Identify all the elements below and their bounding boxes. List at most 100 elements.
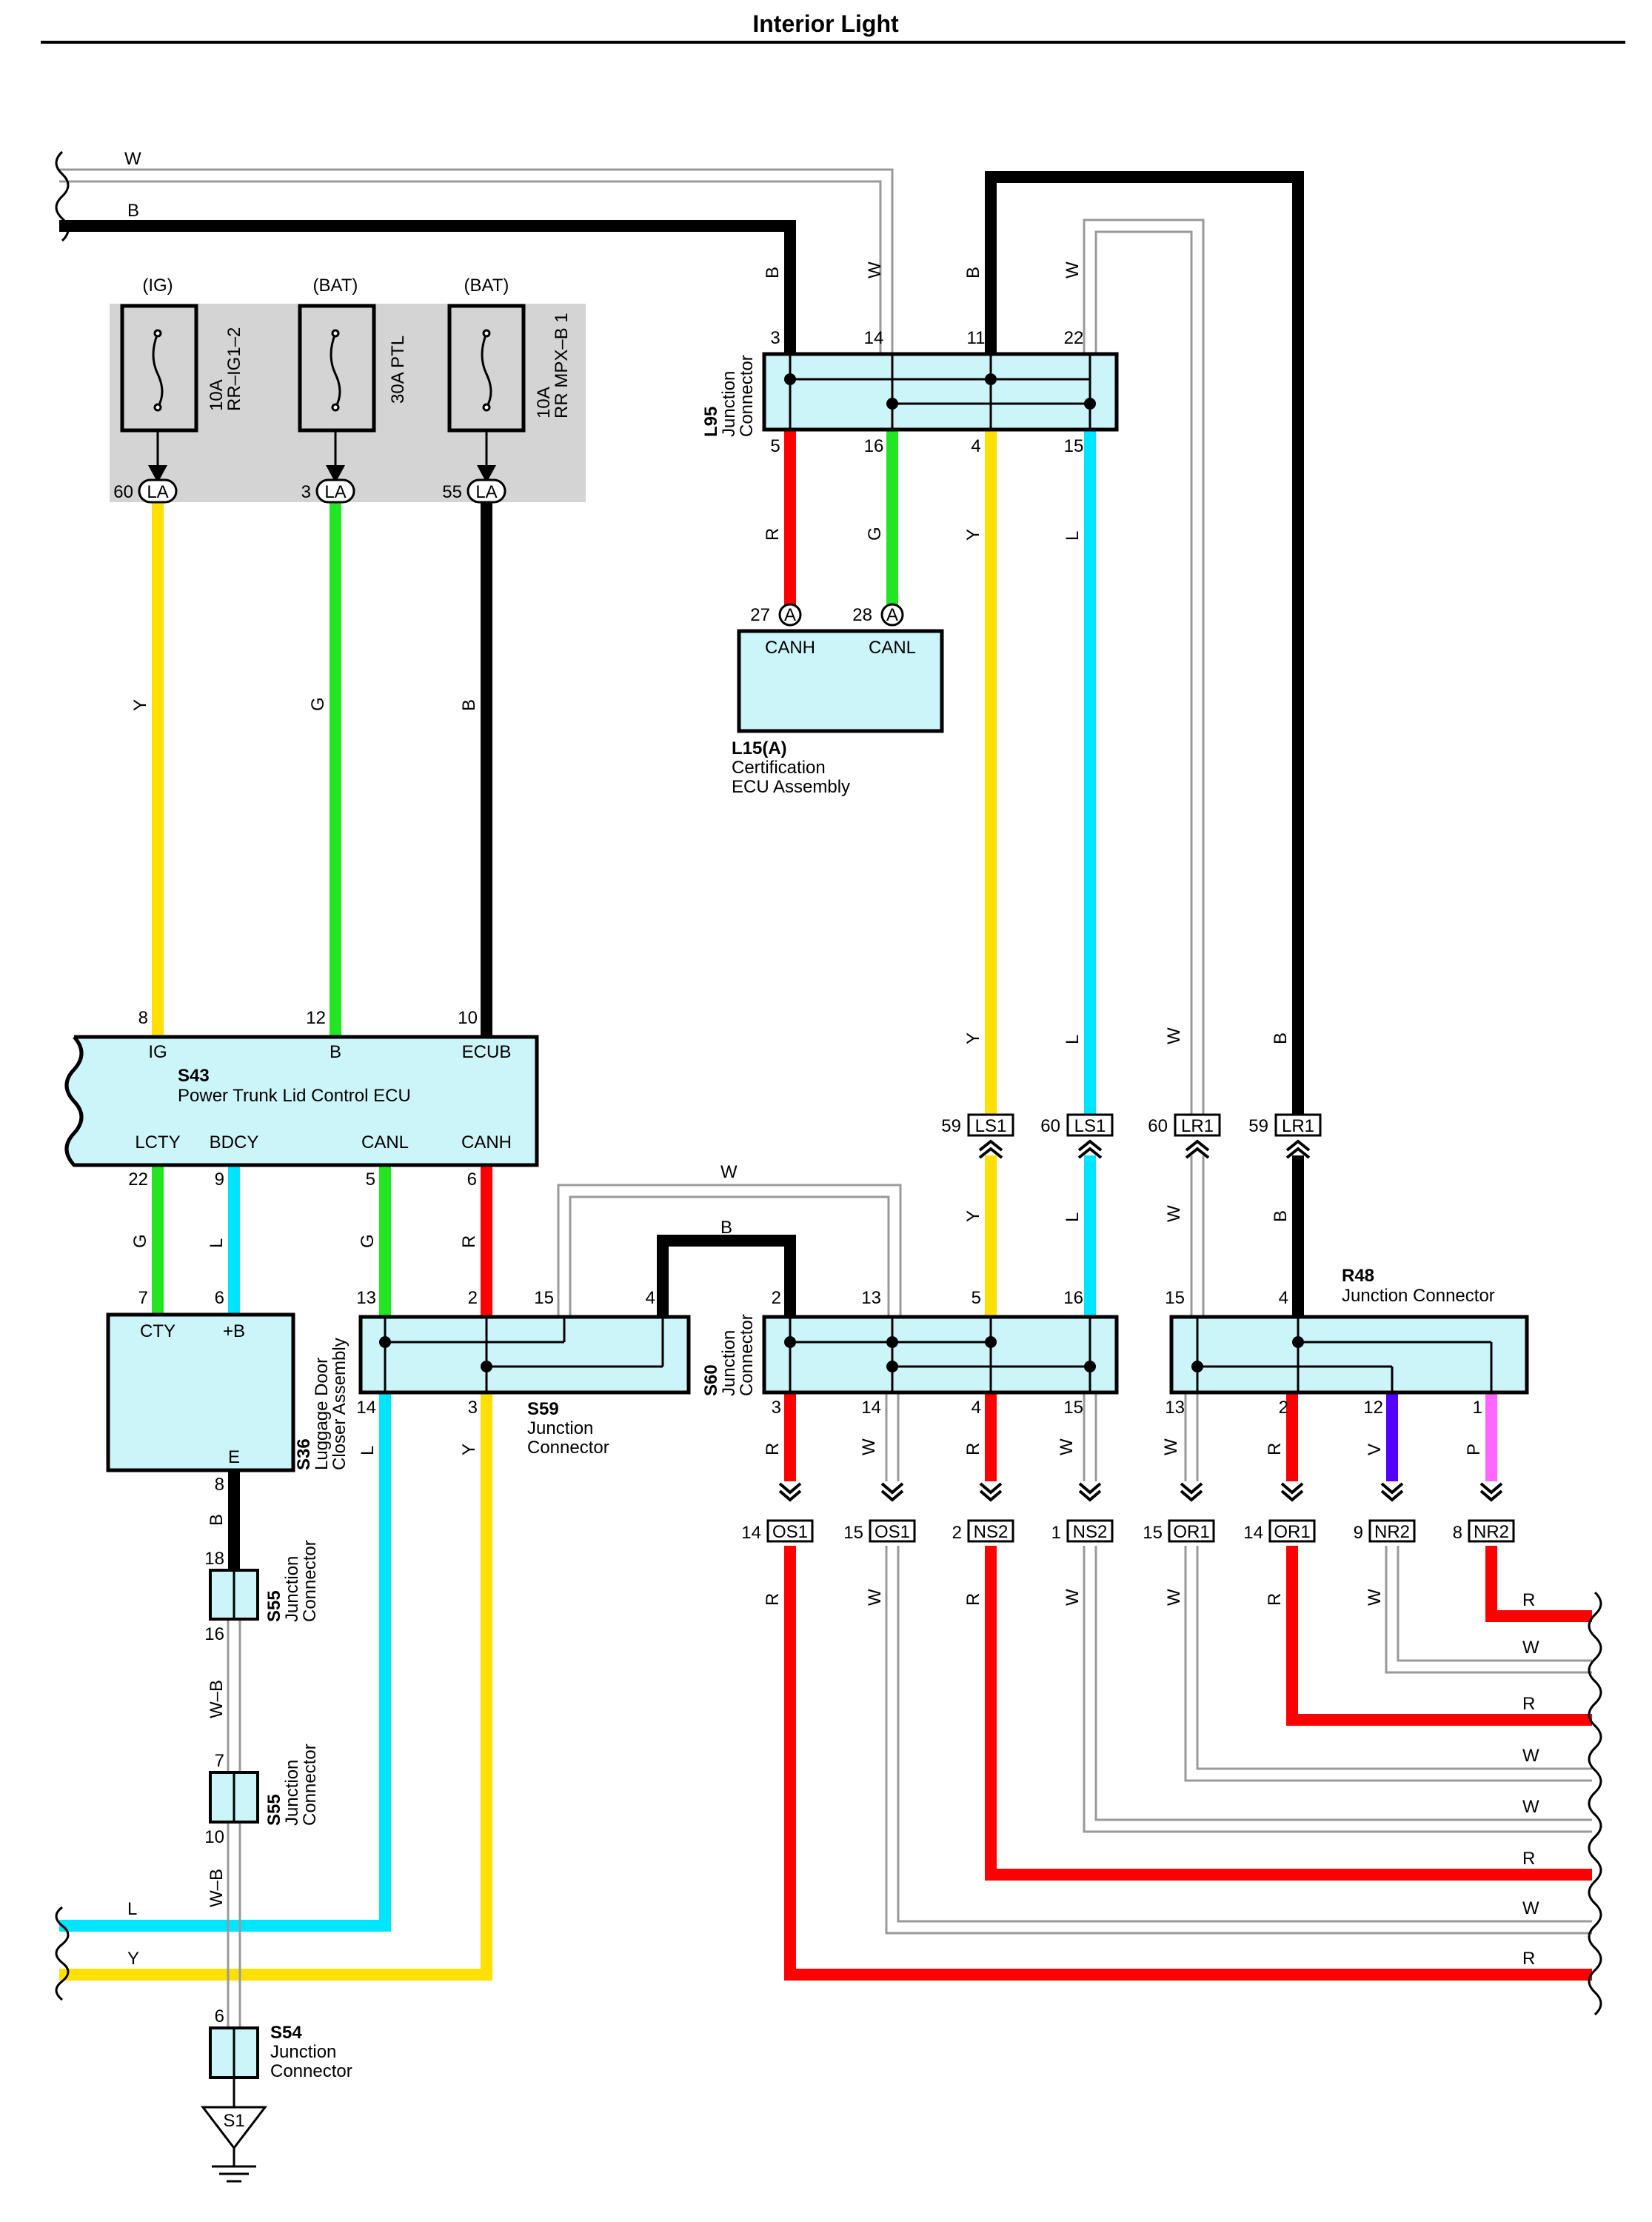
svg-text:55: 55 (442, 482, 462, 502)
svg-text:R: R (963, 1593, 983, 1606)
svg-text:S59: S59 (527, 1399, 559, 1419)
svg-text:5: 5 (366, 1170, 375, 1190)
svg-text:5: 5 (972, 1288, 981, 1308)
svg-text:Junction: Junction (282, 1760, 302, 1826)
svg-text:S1: S1 (223, 2111, 244, 2131)
svg-text:4: 4 (972, 1398, 981, 1418)
svg-text:9: 9 (1354, 1523, 1363, 1543)
nr2-9: 9 NR2 (1354, 1482, 1416, 1543)
wire-s59-15-to-s60-13 (557, 1184, 902, 1317)
svg-text:15: 15 (843, 1523, 863, 1543)
svg-text:B: B (1271, 1032, 1291, 1044)
svg-text:+B: +B (223, 1321, 245, 1341)
svg-text:B: B (763, 267, 783, 278)
svg-text:R48: R48 (1342, 1266, 1374, 1286)
svg-text:Closer Assembly: Closer Assembly (330, 1338, 350, 1470)
s55-upper: 18 16 S55 Junction Connector (204, 1540, 320, 1644)
svg-text:P: P (1464, 1444, 1484, 1455)
os1-15: 15 OS1 (843, 1482, 916, 1543)
page-title: Interior Light (752, 10, 899, 37)
fuse-1: (IG) 10A RR–IG1–2 (120, 276, 244, 467)
svg-text:A: A (784, 605, 796, 625)
svg-text:10: 10 (204, 1827, 224, 1847)
svg-text:W: W (1161, 1438, 1181, 1455)
svg-text:S43: S43 (178, 1066, 210, 1086)
svg-text:OR1: OR1 (1274, 1522, 1310, 1542)
svg-text:A: A (886, 605, 898, 625)
svg-text:NR2: NR2 (1374, 1522, 1410, 1542)
fuse-arrows (148, 465, 496, 483)
svg-text:L: L (1063, 531, 1083, 541)
wire-top-b (59, 220, 796, 354)
svg-text:Power Trunk Lid Control ECU: Power Trunk Lid Control ECU (178, 1086, 411, 1106)
svg-text:2: 2 (952, 1523, 962, 1543)
svg-text:22: 22 (128, 1170, 148, 1190)
svg-text:OS1: OS1 (875, 1522, 910, 1542)
svg-text:RR–IG1–2: RR–IG1–2 (224, 327, 244, 411)
svg-text:10A: 10A (534, 387, 554, 418)
ls1-60: 60 LS1 (1040, 1113, 1114, 1159)
svg-text:15: 15 (1143, 1523, 1163, 1543)
svg-text:LS1: LS1 (1074, 1116, 1106, 1136)
svg-text:L: L (1063, 1035, 1083, 1044)
wire-ns2-2-r (985, 1546, 1592, 1881)
svg-text:12: 12 (1363, 1398, 1383, 1418)
nr2-8: 8 NR2 (1453, 1482, 1515, 1543)
svg-text:2: 2 (468, 1288, 478, 1308)
s60-junction-connector: 2 13 5 16 3 14 4 15 R W R W S60 Junction… (701, 1288, 1119, 1455)
svg-text:11: 11 (967, 328, 986, 348)
ns2-2: 2 NS2 (952, 1482, 1014, 1543)
svg-text:Junction: Junction (282, 1556, 302, 1622)
svg-text:13: 13 (861, 1288, 881, 1308)
svg-text:10: 10 (458, 1008, 478, 1028)
break-marks-right (1588, 1591, 1602, 2016)
svg-text:R: R (763, 1443, 783, 1455)
svg-text:CTY: CTY (140, 1321, 175, 1341)
svg-text:NS2: NS2 (974, 1522, 1009, 1542)
svg-text:7: 7 (138, 1288, 148, 1308)
svg-text:W: W (1522, 1746, 1539, 1766)
lower-connectors: 14 OS1 15 OS1 2 NS2 1 NS2 15 OR1 (741, 1482, 1515, 1543)
svg-text:W: W (1522, 1898, 1539, 1918)
svg-text:B: B (127, 201, 139, 221)
svg-text:Connector: Connector (300, 1540, 320, 1622)
svg-text:16: 16 (1063, 1288, 1083, 1308)
svg-text:15: 15 (1064, 436, 1084, 456)
svg-text:4: 4 (971, 436, 980, 456)
svg-text:59: 59 (1248, 1116, 1268, 1136)
or1-14: 14 OR1 (1243, 1482, 1316, 1543)
svg-text:9: 9 (215, 1170, 224, 1190)
s36-luggage-door-closer: 7 6 CTY +B E 8 B S36 Luggage Door Closer… (106, 1288, 350, 1526)
svg-text:G: G (130, 1234, 150, 1248)
svg-text:B: B (330, 1042, 341, 1062)
svg-text:14: 14 (861, 1398, 881, 1418)
svg-text:L95: L95 (701, 407, 721, 437)
ground-s1: S1 (200, 2106, 268, 2183)
svg-text:R: R (763, 1593, 783, 1606)
right-exit-labels: R W R W W R W R (1522, 1590, 1539, 1969)
svg-text:W: W (1365, 1589, 1385, 1606)
svg-text:OS1: OS1 (772, 1522, 808, 1542)
svg-text:CANH: CANH (765, 638, 815, 658)
svg-text:S54: S54 (270, 2023, 302, 2043)
svg-text:W: W (1063, 1589, 1083, 1606)
svg-text:8: 8 (215, 1475, 224, 1495)
svg-text:W: W (859, 1438, 879, 1455)
svg-text:R: R (1522, 1590, 1535, 1610)
svg-text:2: 2 (772, 1288, 781, 1308)
wire-s59-4-to-s60-2 (657, 1235, 796, 1317)
svg-text:13: 13 (1165, 1398, 1185, 1418)
svg-text:Y: Y (459, 1444, 479, 1455)
svg-text:NS2: NS2 (1073, 1522, 1108, 1542)
lower-wire-labels: R W R W W R W (763, 1589, 1385, 1606)
svg-text:12: 12 (306, 1008, 326, 1028)
svg-text:Connector: Connector (270, 2061, 352, 2081)
svg-text:L: L (358, 1446, 378, 1455)
r48-junction-connector: R48 Junction Connector 15 4 13 2 12 1 W … (1161, 1266, 1529, 1455)
svg-text:RR MPX–B 1: RR MPX–B 1 (552, 313, 572, 418)
wire-s59-3-y (59, 1392, 492, 1981)
svg-text:27: 27 (750, 605, 770, 625)
svg-text:14: 14 (1243, 1523, 1263, 1543)
svg-text:W: W (124, 149, 141, 169)
l95-junction-connector: B W B W 3 14 11 22 5 16 4 15 R G Y (701, 261, 1119, 541)
